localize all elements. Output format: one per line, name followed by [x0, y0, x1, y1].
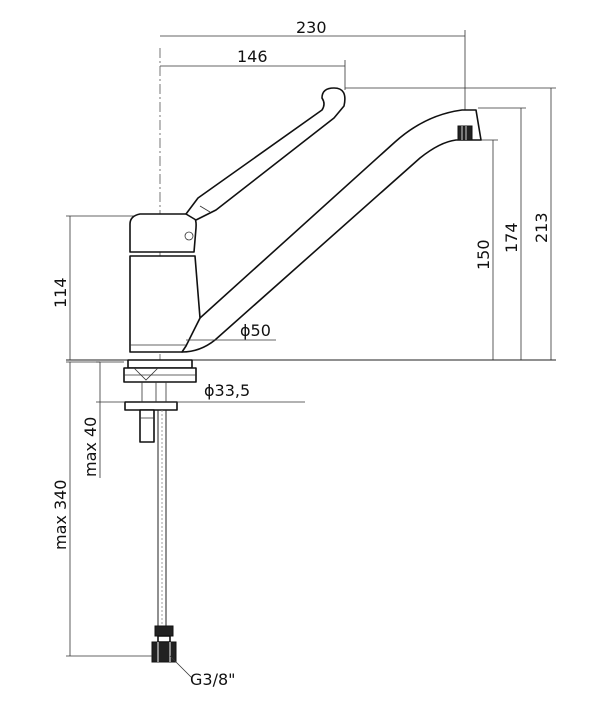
thread-label: G3/8"	[190, 670, 236, 689]
spout	[181, 109, 482, 353]
dim-diameter-33-5-label: ϕ33,5	[204, 381, 250, 400]
aerator	[457, 125, 473, 141]
hose-connector	[151, 625, 177, 663]
dimension-150: 150	[472, 139, 498, 360]
mounting-assembly	[123, 359, 197, 443]
dim-diameter-50-label: ϕ50	[240, 321, 271, 340]
dimension-max-340: max 340	[51, 361, 152, 657]
dimension-146: 146	[160, 47, 346, 90]
dim-150-label: 150	[474, 239, 493, 270]
dimension-213: 213	[345, 87, 556, 360]
dim-146-label: 146	[237, 47, 268, 66]
dim-114-label: 114	[51, 277, 70, 308]
dimension-diameter-50: ϕ50	[186, 321, 276, 341]
dim-174-label: 174	[502, 222, 521, 253]
tap-body	[129, 255, 201, 353]
dim-max-340-label: max 340	[51, 480, 70, 550]
thread-callout: G3/8"	[169, 655, 236, 689]
dimension-230: 230	[160, 18, 466, 112]
dimension-diameter-33-5: ϕ33,5	[140, 381, 305, 403]
dim-213-label: 213	[532, 212, 551, 243]
flexible-hose	[157, 410, 167, 626]
lever-handle	[185, 87, 346, 221]
dimension-114: 114	[51, 215, 140, 360]
dim-230-label: 230	[296, 18, 327, 37]
dimension-174: 174	[478, 107, 526, 360]
dim-max-40-label: max 40	[81, 417, 100, 477]
dimension-max-40: max 40	[81, 361, 125, 478]
